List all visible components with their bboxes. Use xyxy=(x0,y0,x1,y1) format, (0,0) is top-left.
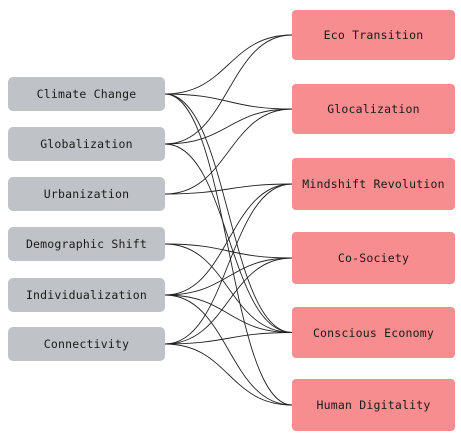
link-globalization-to-glocalization xyxy=(164,108,293,145)
outcome-node-eco: Eco Transition xyxy=(292,10,455,60)
link-climate-to-eco xyxy=(164,34,293,95)
link-connectivity-to-mindshift xyxy=(164,183,293,345)
link-climate-to-conscious xyxy=(164,93,293,333)
link-climate-to-digitality xyxy=(164,93,293,406)
link-individualization-to-conscious xyxy=(164,294,293,333)
driver-node-connectivity: Connectivity xyxy=(8,327,165,361)
link-urbanization-to-mindshift xyxy=(164,183,293,195)
outcome-node-glocalization: Glocalization xyxy=(292,84,455,134)
link-individualization-to-cosociety xyxy=(164,257,293,296)
outcome-node-cosociety: Co-Society xyxy=(292,232,455,284)
driver-node-demographic: Demographic Shift xyxy=(8,227,165,261)
link-connectivity-to-digitality xyxy=(164,343,293,406)
link-demographic-to-conscious xyxy=(164,243,293,333)
link-individualization-to-mindshift xyxy=(164,183,293,296)
link-individualization-to-digitality xyxy=(164,294,293,406)
outcome-node-conscious: Conscious Economy xyxy=(292,307,455,358)
link-climate-to-glocalization xyxy=(164,93,293,110)
link-connectivity-to-conscious xyxy=(164,332,293,345)
link-globalization-to-eco xyxy=(164,34,293,145)
outcome-node-mindshift: Mindshift Revolution xyxy=(292,158,455,210)
driver-node-urbanization: Urbanization xyxy=(8,177,165,211)
link-demographic-to-cosociety xyxy=(164,243,293,259)
link-connectivity-to-cosociety xyxy=(164,257,293,345)
link-urbanization-to-glocalization xyxy=(164,108,293,195)
driver-node-individualization: Individualization xyxy=(8,278,165,312)
link-globalization-to-conscious xyxy=(164,143,293,333)
outcome-node-digitality: Human Digitality xyxy=(292,379,455,431)
driver-node-climate: Climate Change xyxy=(8,77,165,111)
driver-node-globalization: Globalization xyxy=(8,127,165,161)
